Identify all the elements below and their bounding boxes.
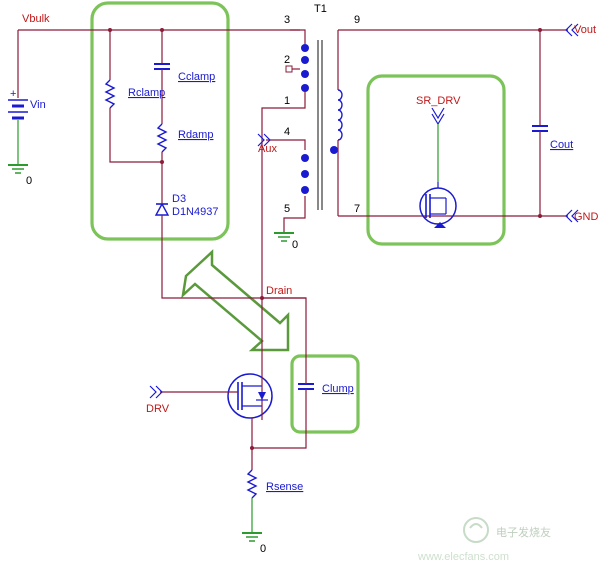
ground-label-vin: 0 (26, 175, 32, 187)
t1-label: T1 (314, 3, 327, 15)
ground-label-aux: 0 (292, 239, 298, 251)
rclamp-resistor (104, 79, 116, 109)
clamp-highlight-box (90, 1, 230, 241)
t1-pin5-to-gnd (283, 196, 306, 232)
t1-primary-coil (301, 44, 309, 92)
vout-port-icon (565, 23, 579, 37)
double-arrow (181, 249, 290, 352)
aux-lead (266, 139, 306, 150)
drain-label: Drain (266, 285, 292, 297)
vin-battery: + (8, 88, 28, 120)
drv-label: DRV (146, 403, 170, 415)
pin3-label: 3 (284, 14, 290, 26)
watermark-url: www.elecfans.com (417, 551, 509, 563)
gnd-label: GND (574, 211, 599, 223)
d3-ref-label: D3 (172, 193, 186, 205)
ground-icon (242, 532, 262, 542)
d3-to-drain (161, 215, 306, 299)
vbulk-label: Vbulk (22, 13, 50, 25)
cout-label: Cout (550, 139, 573, 151)
svg-text:+: + (10, 88, 16, 100)
drv-port-icon (149, 385, 163, 399)
clump-highlight-box (290, 354, 360, 434)
primary-mosfet-icon (227, 372, 273, 420)
pin9-label: 9 (354, 14, 360, 26)
pin7-label: 7 (354, 203, 360, 215)
aux-port-icon (257, 133, 271, 147)
t1-aux-coil (301, 154, 309, 194)
drain-node (262, 297, 307, 372)
sr-mosfet-icon (419, 107, 457, 228)
vout-label: Vout (574, 24, 596, 36)
vin-label: Vin (30, 99, 46, 111)
clump-label: Clump (322, 383, 354, 395)
sync-rect-highlight-box (366, 74, 506, 246)
t1-secondary-coil (337, 89, 343, 141)
pin2-marker (285, 65, 293, 73)
rsense-resistor (246, 469, 258, 499)
gnd-port-icon (565, 209, 579, 223)
rclamp-wire-bottom (109, 108, 162, 163)
t1-pin1-to-drain (261, 92, 306, 298)
d3-diode (154, 202, 170, 216)
watermark: 电子发烧友 www.elecfans.com (417, 517, 551, 563)
rdamp-label: Rdamp (178, 129, 213, 141)
ground-label-rsense: 0 (260, 543, 266, 555)
pin5-label: 5 (284, 203, 290, 215)
pin1-label: 1 (284, 95, 290, 107)
junction-dot (250, 446, 254, 450)
ground-icon (8, 164, 28, 174)
ground-icon (274, 232, 294, 242)
secondary-dot (330, 146, 338, 154)
junction-dot (160, 160, 164, 164)
pin2-label: 2 (284, 54, 290, 66)
rdamp-resistor (156, 123, 168, 153)
cclamp-label: Cclamp (178, 71, 215, 83)
aux-label: Aux (258, 143, 277, 155)
rclamp-label: Rclamp (128, 87, 165, 99)
rsense-label: Rsense (266, 481, 303, 493)
sr-drv-label: SR_DRV (416, 95, 461, 107)
watermark-text: 电子发烧友 (496, 525, 551, 539)
d3-part-label: D1N4937 (172, 206, 218, 218)
pin4-label: 4 (284, 126, 290, 138)
clump-wire-bottom (252, 389, 307, 449)
t1-pin3-lead (290, 29, 306, 44)
